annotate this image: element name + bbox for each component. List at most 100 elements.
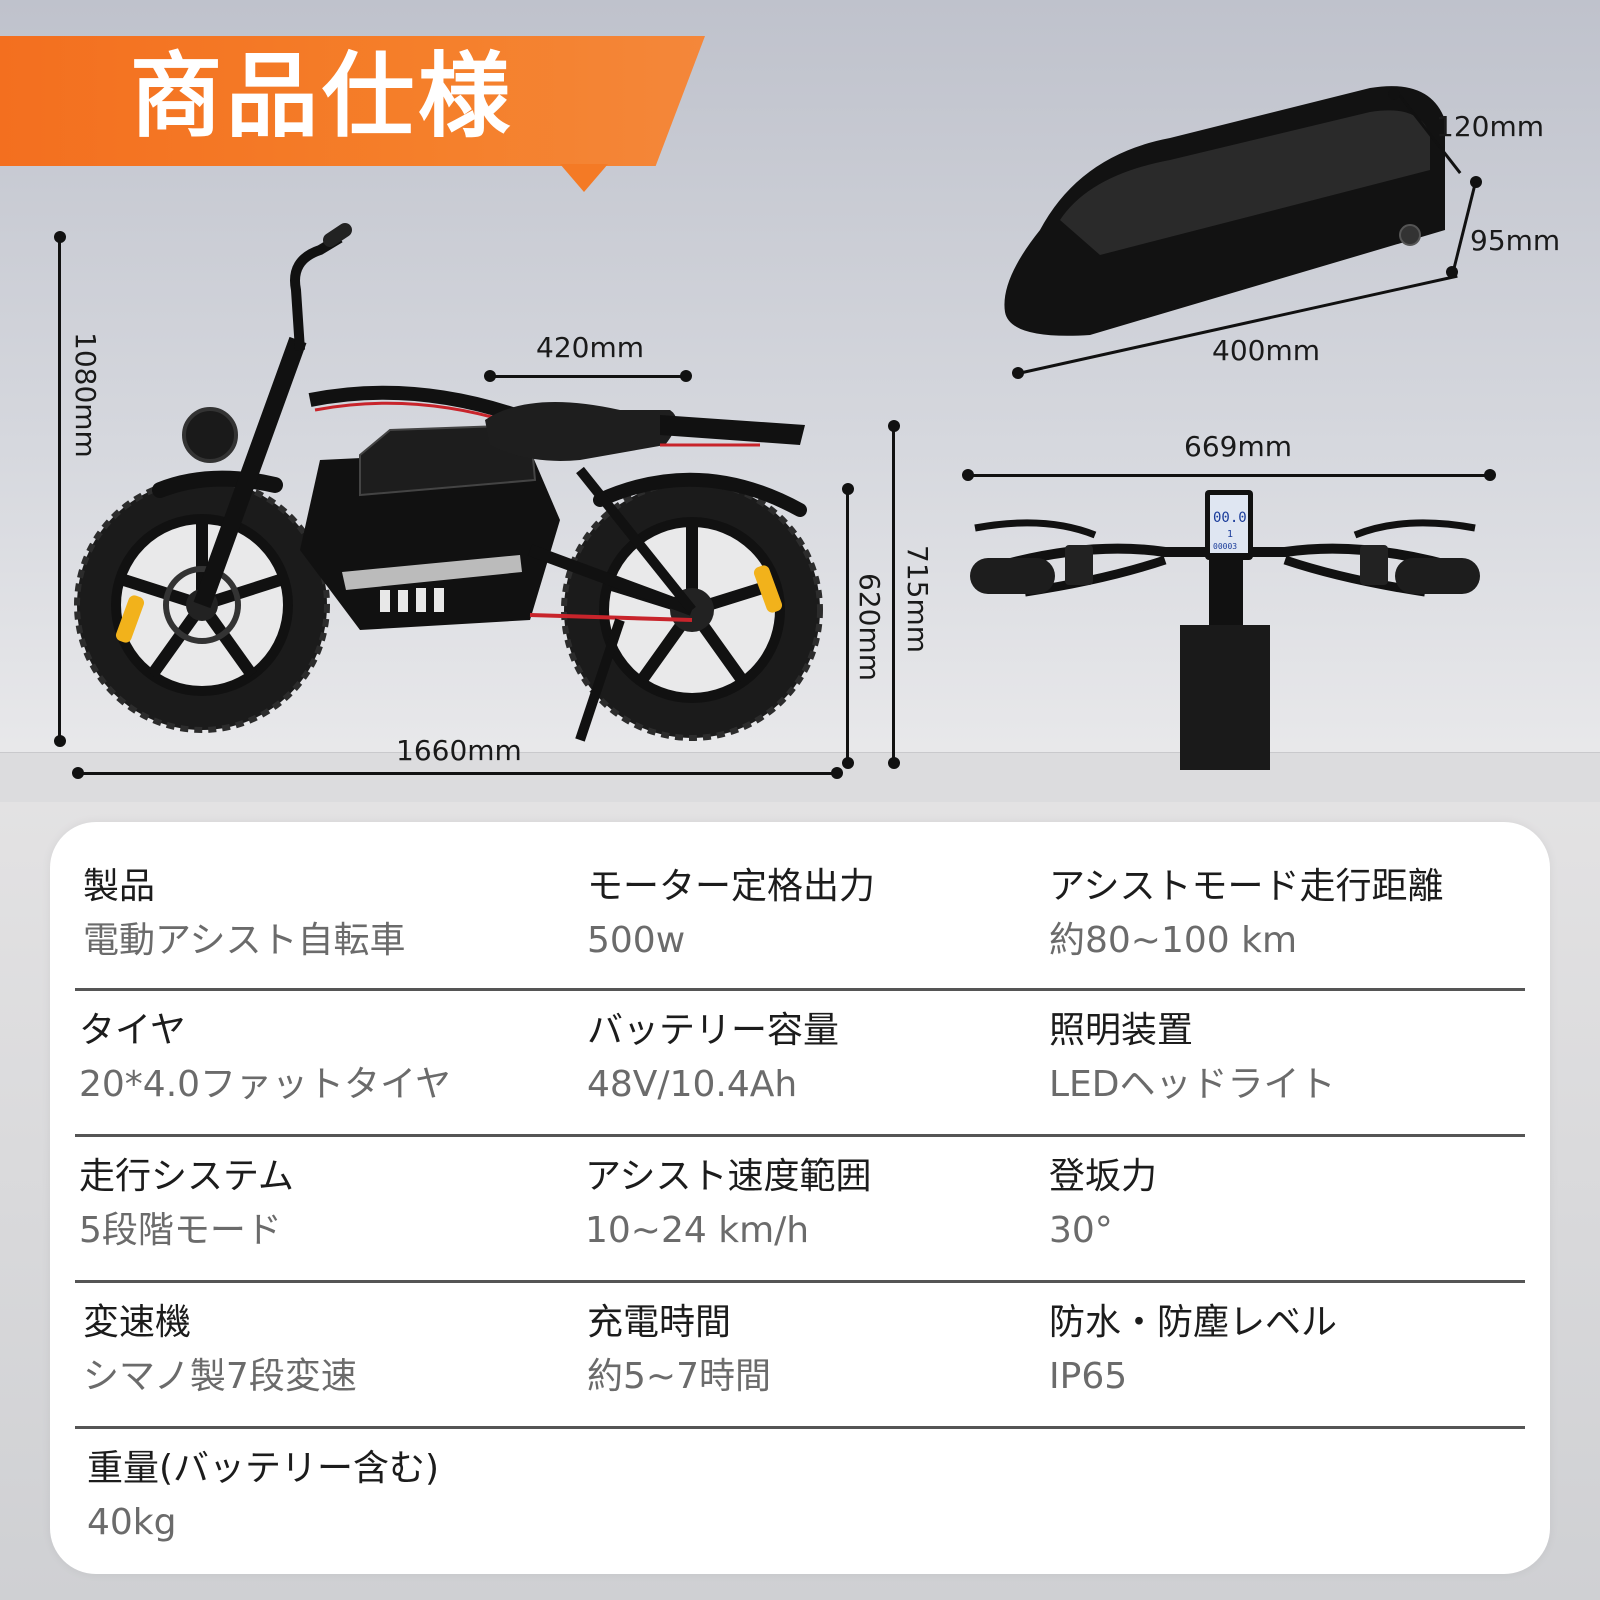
rack-height-top-dot: [888, 420, 900, 432]
spec-value: シマノ製7段変速: [83, 1356, 357, 1397]
spec-value: IP65: [1049, 1356, 1128, 1397]
spec-cell-battery: バッテリー容量 48V/10.4Ah: [587, 1008, 839, 1108]
height-dimension-label: 1080mm: [69, 332, 102, 458]
seat-height-dimension-label: 620mm: [853, 573, 886, 681]
battery-height-label: 95mm: [1470, 224, 1561, 257]
spec-cell-assist-speed: アシスト速度範囲 10~24 km/h: [585, 1154, 872, 1254]
headlight: [182, 407, 238, 463]
spec-value: 20*4.0ファットタイヤ: [79, 1064, 451, 1105]
length-dimension-right-dot: [831, 767, 843, 779]
front-fork: [193, 336, 307, 609]
spec-value: 約80~100 km: [1049, 920, 1298, 961]
spec-row: 変速機 シマノ製7段変速 充電時間 約5~7時間 防水・防塵レベル IP65: [75, 1300, 1525, 1400]
handlebar-width-right-dot: [1484, 469, 1496, 481]
spec-label: モーター定格出力: [587, 866, 876, 907]
row-divider: [75, 1426, 1525, 1429]
lcd-mode: 1: [1227, 529, 1233, 540]
top-tube: [308, 385, 518, 422]
spec-row: タイヤ 20*4.0ファットタイヤ バッテリー容量 48V/10.4Ah 照明装…: [75, 1008, 1525, 1108]
handlebar-front-view-image: 00.0 1 00003: [970, 490, 1480, 770]
rear-rack: [660, 415, 805, 445]
lcd-speed: 00.0: [1213, 510, 1247, 526]
ebike-side-view-image: [74, 223, 823, 742]
spec-label: バッテリー容量: [587, 1010, 840, 1051]
spec-cell-waterproof: 防水・防塵レベル IP65: [1049, 1300, 1337, 1400]
spec-label: 変速機: [83, 1302, 192, 1343]
spec-label: 照明装置: [1049, 1010, 1194, 1051]
spec-value: 48V/10.4Ah: [587, 1064, 798, 1105]
row-divider: [75, 1280, 1525, 1283]
row-divider: [75, 988, 1525, 991]
spec-cell-range: アシストモード走行距離 約80~100 km: [1049, 864, 1444, 964]
row-divider: [75, 1134, 1525, 1137]
banner-pointer: [560, 164, 608, 192]
spec-label: 走行システム: [79, 1156, 294, 1197]
spec-label: タイヤ: [79, 1010, 186, 1051]
rack-height-dimension-line: [892, 425, 895, 763]
spec-value: 電動アシスト自転車: [83, 920, 406, 961]
spec-cell-weight: 重量(バッテリー含む) 40kg: [87, 1446, 439, 1546]
page-title: 商品仕様: [130, 43, 515, 150]
spec-value: 5段階モード: [79, 1210, 282, 1251]
seat-height-top-dot: [842, 483, 854, 495]
height-dimension-bottom-dot: [54, 735, 66, 747]
handlebar-side: [290, 233, 343, 351]
right-grip: [1395, 558, 1480, 594]
spec-cell-product: 製品 電動アシスト自転車: [83, 864, 406, 964]
seat-dimension-left-dot: [484, 370, 496, 382]
spec-row: 走行システム 5段階モード アシスト速度範囲 10~24 km/h 登坂力 30…: [75, 1154, 1525, 1254]
battery-depth-label: 120mm: [1436, 110, 1544, 143]
spec-label: 重量(バッテリー含む): [87, 1448, 440, 1489]
length-dimension-line: [78, 772, 838, 775]
rear-wheel: [561, 479, 823, 741]
seat-dimension-label: 420mm: [536, 331, 644, 364]
spec-cell-lighting: 照明装置 LEDヘッドライト: [1049, 1008, 1336, 1108]
spec-cell-tire: タイヤ 20*4.0ファットタイヤ: [79, 1008, 451, 1108]
rear-fender: [593, 472, 807, 517]
spec-value: 40kg: [87, 1502, 177, 1543]
battery-length-label: 400mm: [1212, 334, 1320, 367]
spec-label: アシストモード走行距離: [1049, 866, 1444, 907]
spec-cell-motor: モーター定格出力 500w: [587, 864, 875, 964]
spec-value: 約5~7時間: [587, 1356, 771, 1397]
spec-value: 10~24 km/h: [585, 1210, 810, 1251]
seat: [485, 402, 677, 461]
seat-height-dimension-line: [846, 488, 849, 764]
front-fender: [152, 470, 283, 498]
left-grip: [970, 558, 1055, 594]
spec-value: 30°: [1049, 1210, 1113, 1251]
title-banner: [0, 36, 705, 166]
handlebar-width-left-dot: [962, 469, 974, 481]
spec-cell-charge-time: 充電時間 約5~7時間: [587, 1300, 771, 1400]
battery-lock-icon: [1399, 224, 1421, 246]
length-dimension-label: 1660mm: [396, 734, 522, 767]
spec-label: 製品: [83, 866, 156, 907]
low-wall-background: [0, 752, 1600, 802]
handlebar-width-line: [968, 474, 1490, 477]
battery-length-left-dot: [1012, 367, 1024, 379]
spec-row: 重量(バッテリー含む) 40kg: [75, 1446, 1525, 1546]
spec-label: 充電時間: [587, 1302, 732, 1343]
height-dimension-line: [58, 236, 61, 741]
height-dimension-top-dot: [54, 231, 66, 243]
handlebar-width-label: 669mm: [1184, 430, 1292, 463]
spec-label: 登坂力: [1049, 1156, 1158, 1197]
spec-row: 製品 電動アシスト自転車 モーター定格出力 500w アシストモード走行距離 約…: [75, 864, 1525, 964]
spec-cell-drive-system: 走行システム 5段階モード: [79, 1154, 294, 1254]
rack-height-dimension-label: 715mm: [901, 545, 934, 653]
spec-cell-climbing: 登坂力 30°: [1049, 1154, 1157, 1254]
spec-label: 防水・防塵レベル: [1049, 1302, 1338, 1343]
battery-depth-top-dot: [1388, 88, 1400, 100]
battery-image: [1004, 86, 1445, 336]
length-dimension-left-dot: [72, 767, 84, 779]
seat-dimension-right-dot: [680, 370, 692, 382]
spec-value: 500w: [587, 920, 686, 961]
kickstand: [575, 618, 625, 742]
spec-label: アシスト速度範囲: [585, 1156, 872, 1197]
rack-height-bottom-dot: [888, 757, 900, 769]
seat-dimension-line: [490, 375, 685, 378]
spec-value: LEDヘッドライト: [1049, 1064, 1336, 1105]
lcd-odo: 00003: [1213, 542, 1237, 551]
seat-height-bottom-dot: [842, 757, 854, 769]
spec-cell-gears: 変速機 シマノ製7段変速: [83, 1300, 357, 1400]
